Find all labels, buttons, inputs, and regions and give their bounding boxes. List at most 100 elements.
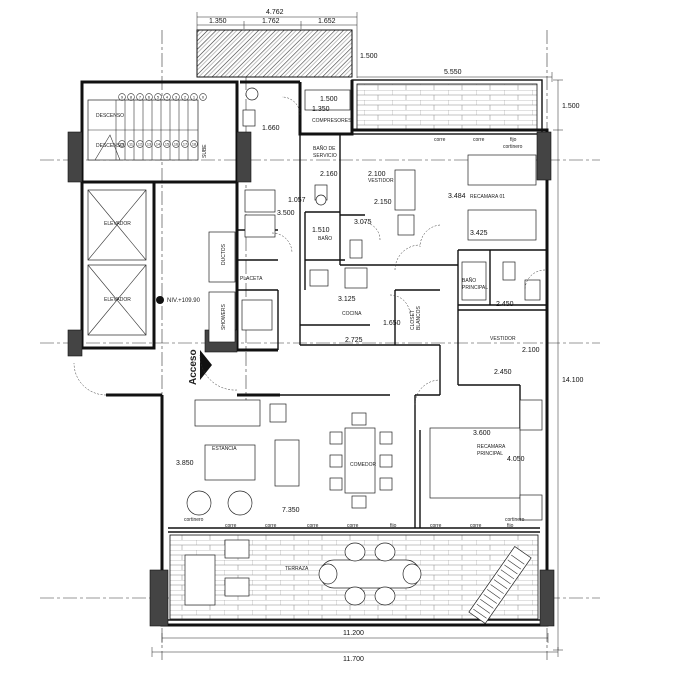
stair-step-marker [127,140,135,148]
door-fijo-1: fijo [510,137,517,143]
stair-step-number: 10 [120,143,124,147]
dim-3125: 3.125 [338,296,356,303]
door-corre-7: corre [430,523,442,529]
stair-step-number: 13 [147,143,151,147]
stair-step-number: 1 [193,95,196,100]
stair-step-marker [181,93,189,101]
stair-step-number: 2 [184,95,187,100]
dining-chair [351,495,367,509]
elevators [87,189,147,336]
stair-step-marker [154,140,162,148]
tank [245,87,259,101]
descenso-bottom-label: DESCENSO [96,143,124,149]
stair-step-marker [154,93,162,101]
door-cortinero-2: cortinero [184,517,204,523]
ducto-upper [208,231,236,283]
stair-step-marker [181,140,189,148]
master-sink [524,279,541,301]
stair-step-marker [145,140,153,148]
stairs [87,99,199,161]
stair-step-marker [136,140,144,148]
bano-principal-label-1: BAÑO [462,277,476,284]
stair-step-marker [190,93,198,101]
dim-7350: 7.350 [282,507,300,514]
door-corre-6: corre [347,523,359,529]
door-fijo-2: fijo [390,523,397,529]
stair-step-number: 7 [139,95,142,100]
dining-table [344,427,376,494]
door-corre-1: corre [434,137,446,143]
acceso-arrow-icon [200,350,212,380]
dim-right-upper: 5.550 [444,69,462,76]
dim-1650: 1.650 [383,320,401,327]
terrace-chair [318,563,338,585]
compressor-planter [196,29,353,78]
bano-sink [397,214,415,236]
service-toilet-bowl [315,194,327,206]
storage-unit [244,189,276,213]
stair-step-marker [190,140,198,148]
stair-step-number: 5 [157,95,160,100]
dim-2100-vest: 2.100 [368,171,386,178]
stair-step-marker [163,140,171,148]
stove [344,267,368,289]
dining-chair [329,477,343,491]
dim-2450-upper: 2.450 [496,301,514,308]
nightstand-top [519,399,543,431]
stair-step-number: 12 [138,143,142,147]
lounge-chair-2 [227,490,253,516]
window-labels: corre corre fijo cortinero corre corre c… [184,137,525,529]
master-shower [461,261,487,301]
closet-label-1: CLOSET [410,310,416,330]
dim-2725: 2.725 [345,337,363,344]
dining-chair [379,477,393,491]
dining-chair [329,454,343,468]
dim-bottom-inner: 11.200 [343,630,364,637]
bano-toilet [349,239,363,259]
door-fijo-3: fijo [507,523,514,529]
door-corre-2: corre [473,137,485,143]
terrace-chair [344,586,366,606]
dim-3850: 3.850 [176,460,194,467]
dining-chair [379,454,393,468]
stair-step-number: 11 [129,143,133,147]
balcon-floor [356,83,538,131]
dim-3484: 3.484 [448,193,466,200]
dim-2100-right: 2.100 [522,347,540,354]
stair-step-marker [163,93,171,101]
dim-comp-1500: 1.500 [320,96,338,103]
stair-step-marker [199,93,207,101]
terrace-chair [374,542,396,562]
stair-step-marker [172,140,180,148]
stair-step-number: 4 [166,95,169,100]
nivel-label: NIV.+109.90 [167,298,201,304]
terrace-table-1 [224,539,250,559]
vestidor-top-label: VESTIDOR [368,178,394,184]
sube-label: SUBE [202,144,208,158]
dim-comp-1350: 1.350 [312,106,330,113]
terrace-chair [374,586,396,606]
dimension-texts: 4.762 1.350 1.762 1.652 1.500 5.550 1.50… [176,9,584,663]
dim-top-b: 1.762 [262,18,280,25]
terrace-chair [402,563,422,585]
coffee-table [204,444,256,481]
dim-3600: 3.600 [473,430,491,437]
terrace-chair [344,542,366,562]
terraza-label: TERRAZA [285,566,309,572]
ductos-label-2: SHOWERS [221,304,227,331]
heater [242,109,256,127]
elevador-1-label: ELEVADOR [104,221,131,227]
master-bed [429,427,521,499]
door-corre-8: corre [470,523,482,529]
stair-step-number: 15 [165,143,169,147]
vestidor-cabinet [394,169,416,211]
stair-step-number: 18 [192,143,196,147]
recamara-principal-label-1: RECAMARA [477,444,506,450]
dim-right-total: 14.100 [562,377,584,384]
terrace-table-2 [224,577,250,597]
dim-top-total: 4.762 [266,9,284,16]
dining-chair [351,412,367,426]
dim-3500: 3.500 [277,210,295,217]
recamara-principal-label-2: PRINCIPAL [477,451,503,457]
